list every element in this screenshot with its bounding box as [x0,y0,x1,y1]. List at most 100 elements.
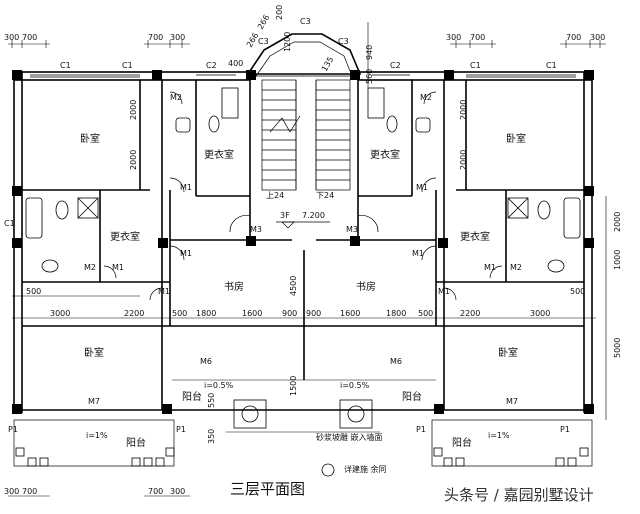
dim-h-3000-a: 3000 [50,309,70,318]
dim-v-2000-e: 2000 [613,212,622,232]
dim-bottom-300-a: 300 [4,487,19,496]
room-closet-mid-left: 更衣室 [110,230,140,243]
door-p1-b: P1 [176,425,186,434]
dim-top-right-300: 300 [590,33,605,42]
window-c3-c: C3 [338,37,349,46]
room-bedroom-top-right: 卧室 [506,132,526,145]
window-c1-left: C1 [4,219,15,228]
door-m6-b: M6 [390,357,402,366]
dim-top-135: 135 [320,55,335,73]
window-c2-a: C2 [206,61,217,70]
room-bedroom-top-left: 卧室 [80,132,100,145]
door-m7-a: M7 [88,397,100,406]
dim-v-350: 350 [207,429,216,444]
dim-h-1600-b: 1600 [340,309,360,318]
level-mark: 3F [280,211,290,220]
window-c3-a: C3 [258,37,269,46]
door-m6-a: M6 [200,357,212,366]
room-study-right: 书房 [356,280,376,293]
stair-tower: C3 C3 C3 [246,17,362,229]
door-m2-a: M2 [170,93,182,102]
slope-bottom-right: i=1% [488,431,510,440]
door-p1-c: P1 [416,425,426,434]
dim-h-1600-a: 1600 [242,309,262,318]
balusters [15,447,589,467]
door-m1-b: M1 [416,183,428,192]
dim-v-2000-d: 2000 [459,150,468,170]
window-c1-a: C1 [60,61,71,70]
door-m1-h: M1 [438,287,450,296]
room-study-left: 书房 [224,280,244,293]
dim-bottom-700-b: 700 [148,487,163,496]
bottom-dimensions: 300 700 700 300 [4,487,190,497]
dim-top-940: 940 [365,45,374,60]
dim-bottom-700-a: 700 [22,487,37,496]
door-m3-a: M3 [250,225,262,234]
dim-h-1800-b: 1800 [386,309,406,318]
structural-columns [12,70,594,414]
stair-treads-right [316,89,350,181]
dim-top-left-300: 300 [4,33,19,42]
dim-h-3000-b: 3000 [530,309,550,318]
room-bedroom-bottom-right: 卧室 [498,346,518,359]
dim-top-700-a: 700 [148,33,163,42]
window-c1-d: C1 [546,61,557,70]
room-closet-mid-right: 更衣室 [460,230,490,243]
room-closet-top-left: 更衣室 [204,148,234,161]
dim-h-500-c: 500 [172,309,187,318]
dim-v-4500: 4500 [289,276,298,296]
slope-bottom-left: i=1% [86,431,108,440]
dim-top-700-b: 700 [470,33,485,42]
dim-v-2000-b: 2000 [129,150,138,170]
room-balcony-center-left: 阳台 [182,390,202,403]
dim-v-2000-c: 2000 [459,100,468,120]
dim-top-266-b: 266 [256,13,271,31]
door-m2-c: M2 [84,263,96,272]
door-p1-a: P1 [8,425,18,434]
window-c1-c: C1 [470,61,481,70]
dim-v-2000-a: 2000 [129,100,138,120]
room-bedroom-bottom-left: 卧室 [84,346,104,359]
dim-top-400: 400 [228,59,243,68]
door-m7-b: M7 [506,397,518,406]
room-balcony-bottom-left: 阳台 [126,436,146,449]
vertical-dimensions: 2000 2000 2000 2000 2000 1000 5000 4500 … [129,100,622,444]
dim-top-200: 200 [275,5,284,20]
dim-h-900-b: 900 [306,309,321,318]
dim-h-500-a: 500 [26,287,41,296]
dim-h-2200-a: 2200 [124,309,144,318]
stair-up-label: 上24 [266,191,284,200]
door-m1-f: M1 [484,263,496,272]
top-dimensions: 300 700 700 300 300 700 700 300 400 266 … [4,5,606,88]
door-m1-a: M1 [180,183,192,192]
slope-left: i=0.5% [204,381,234,390]
dim-top-560: 560 [365,69,374,84]
window-c1-b: C1 [122,61,133,70]
watermark: 头条号 / 嘉园别墅设计 [444,486,594,504]
dim-top-left-700: 700 [22,33,37,42]
door-p1-d: P1 [560,425,570,434]
bathroom-fixtures [25,87,581,273]
door-m1-c: M1 [180,249,192,258]
window-c3-b: C3 [300,17,311,26]
dim-h-900-a: 900 [282,309,297,318]
dim-h-2200-b: 2200 [460,309,480,318]
dim-top-right-700: 700 [566,33,581,42]
stair-down-label: 下24 [316,191,334,200]
dim-v-5000: 5000 [613,338,622,358]
dim-h-500-d: 500 [418,309,433,318]
door-m3-b: M3 [346,225,358,234]
dim-v-1500: 1500 [289,376,298,396]
door-m2-d: M2 [510,263,522,272]
window-c2-b: C2 [390,61,401,70]
dim-top-1200: 1200 [283,32,292,52]
door-m1-e: M1 [112,263,124,272]
dim-top-300-a: 300 [170,33,185,42]
dim-top-300-b: 300 [446,33,461,42]
stair-treads-left [262,89,296,181]
top-windows: C1 C1 C2 C2 C1 C1 C1 [4,61,576,228]
door-m1-d: M1 [412,249,424,258]
level-value: 7.200 [302,211,325,220]
room-balcony-bottom-right: 阳台 [452,436,472,449]
